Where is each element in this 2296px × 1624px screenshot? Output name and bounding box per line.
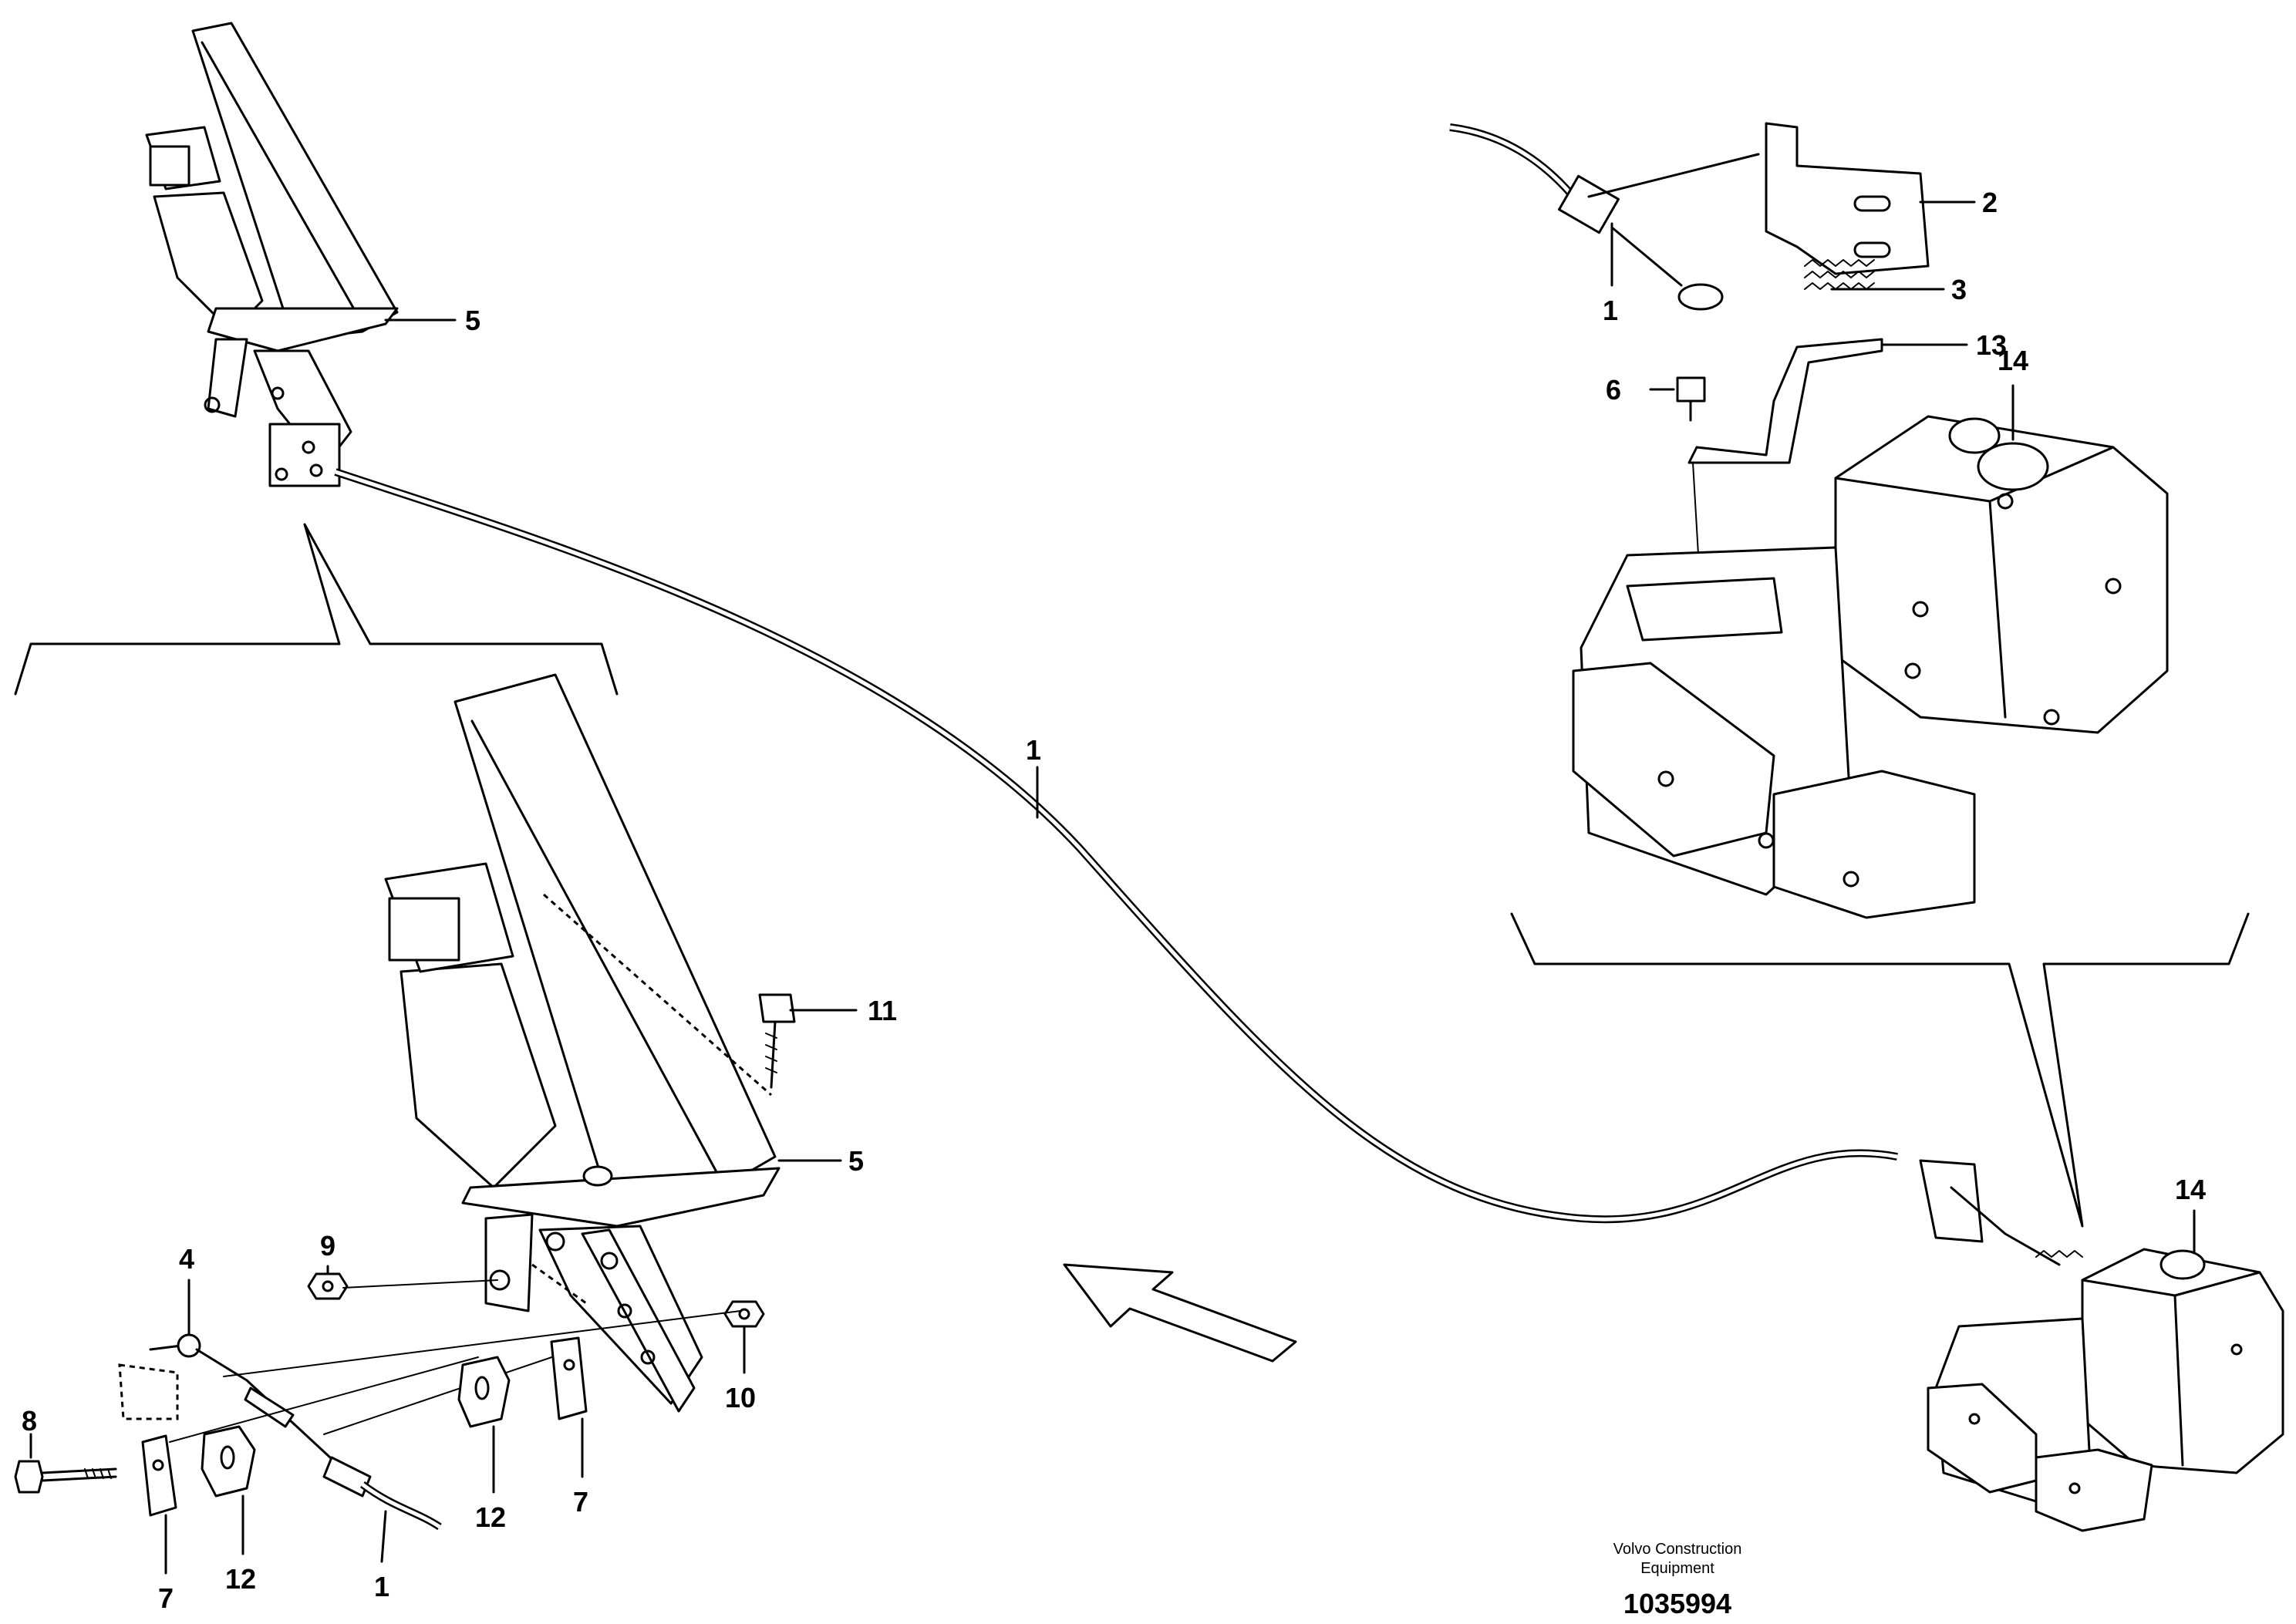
- callout-4: 4: [179, 1243, 194, 1275]
- view-direction-arrow: [1063, 1263, 1297, 1363]
- assembly-line-a: [223, 1310, 741, 1377]
- assembly-line-b: [323, 1349, 575, 1435]
- callout-13: 13: [1976, 329, 2007, 361]
- callout-7-left: 7: [158, 1582, 174, 1614]
- injection-pump-detail: [1572, 415, 2169, 919]
- leader-lines: [29, 153, 2196, 1575]
- callout-10: 10: [725, 1382, 756, 1413]
- detail-bracket-left: [14, 523, 619, 696]
- assembly-line-d: [342, 1279, 498, 1289]
- bolt-8: [14, 1460, 117, 1494]
- callout-5-detail: 5: [848, 1145, 864, 1177]
- ball-joint-4: [149, 1333, 442, 1531]
- assembly-line-c: [169, 1356, 479, 1443]
- callout-3: 3: [1951, 274, 1967, 305]
- callout-1-cable: 1: [1026, 734, 1041, 766]
- injection-pump-small: [1919, 1159, 2284, 1532]
- callout-1-pump: 1: [1603, 295, 1618, 326]
- throttle-cable: [334, 468, 1898, 1224]
- document-number: 1035994: [1623, 1588, 1731, 1619]
- callout-14-detail: 14: [1998, 345, 2028, 376]
- callout-12-left: 12: [225, 1563, 256, 1595]
- clamp-12-left: [201, 1425, 256, 1498]
- credit-line-2: Equipment: [1640, 1560, 1714, 1577]
- plate-7-left: [141, 1434, 177, 1517]
- callout-9: 9: [320, 1230, 335, 1262]
- bolt-11: [758, 993, 796, 1089]
- nut-10: [723, 1300, 765, 1328]
- callout-labels: 5 1 2 3 1 13 6 14 11 5 14 4 9 10 8 12 7 …: [22, 187, 2206, 1614]
- detail-bracket-right: [1510, 912, 2250, 1228]
- callout-6: 6: [1606, 374, 1621, 406]
- callout-1-bottom: 1: [374, 1571, 389, 1602]
- callout-5-overview: 5: [465, 305, 480, 336]
- clamp-12-right: [457, 1356, 511, 1428]
- callout-7-right: 7: [573, 1486, 588, 1518]
- callout-12-right: 12: [475, 1501, 506, 1533]
- credit-line-1: Volvo Construction: [1613, 1541, 1742, 1558]
- pedal-assembly-overview: [145, 22, 399, 487]
- callout-14-small: 14: [2175, 1174, 2206, 1205]
- callout-11: 11: [868, 995, 897, 1026]
- callout-8: 8: [22, 1405, 37, 1437]
- nut-9: [307, 1272, 349, 1300]
- callout-2: 2: [1982, 187, 1998, 218]
- pump-linkage-detail: [1449, 122, 1930, 595]
- plate-7-right: [550, 1336, 588, 1420]
- pedal-assembly-detail: [118, 673, 781, 1420]
